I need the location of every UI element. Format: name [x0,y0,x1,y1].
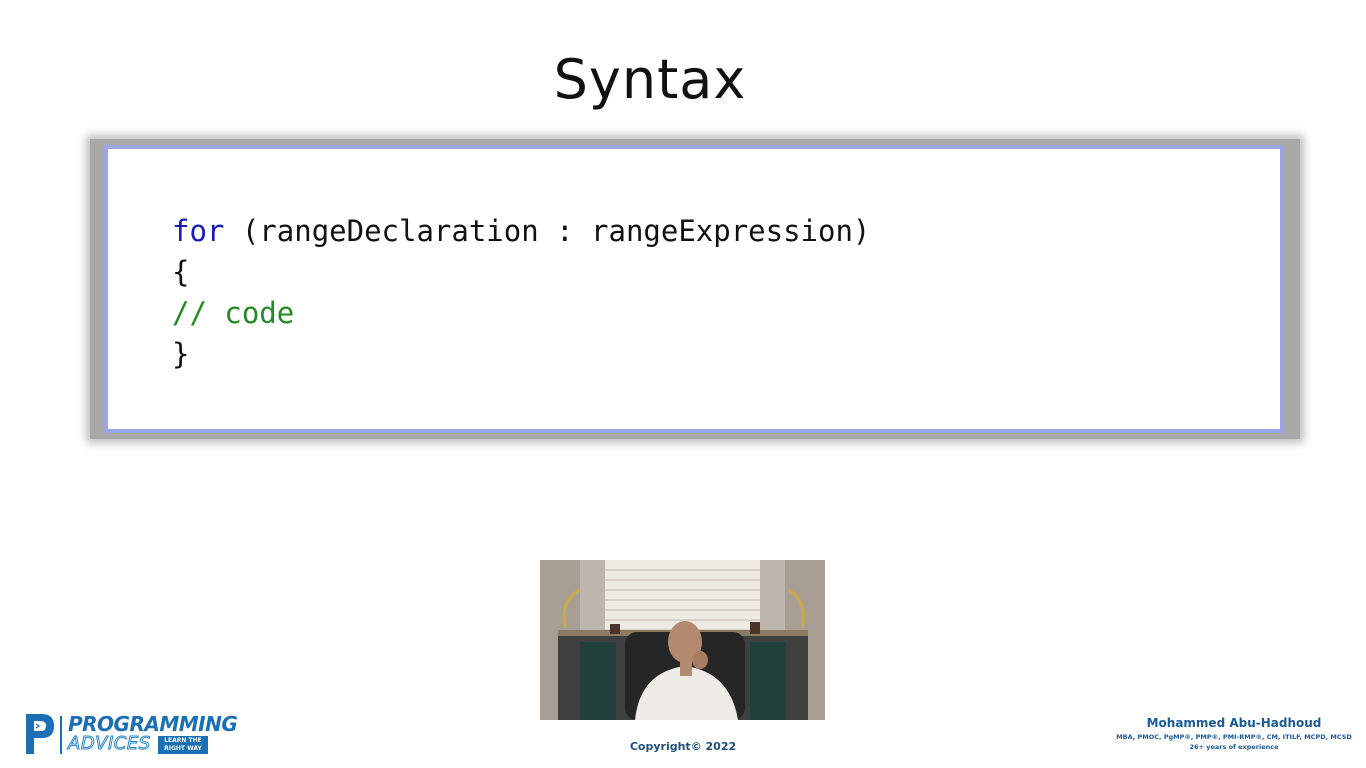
author-block: Mohammed Abu-Hadhoud MBA, PMOC, PgMP®, P… [1110,716,1358,751]
presenter-video-frame [540,560,825,720]
logo-text-programming: PROGRAMMING [68,712,238,736]
code-keyword-for: for [172,214,225,248]
copyright-text: Copyright© 2022 [629,740,737,753]
logo-text-advices: ADVICES [68,733,151,755]
author-credentials: MBA, PMOC, PgMP®, PMP®, PMI-RMP®, CM, IT… [1116,733,1352,741]
author-name: Mohammed Abu-Hadhoud [1146,716,1322,730]
slide-title: Syntax [553,48,747,111]
presenter-video [540,560,825,720]
code-line1-rest: (rangeDeclaration : rangeExpression) [224,214,871,248]
code-box: for (rangeDeclaration : rangeExpression)… [104,145,1284,433]
code-open-brace: { [172,255,190,289]
programming-advices-logo: PROGRAMMING ADVICES LEARN THE RIGHT WAY [22,712,238,756]
code-close-brace: } [172,337,190,371]
code-comment: // code [172,296,295,330]
logo-divider [60,716,62,754]
author-experience: 26+ years of experience [1189,743,1279,751]
logo-p-icon [26,714,54,754]
code-block: for (rangeDeclaration : rangeExpression)… [172,211,870,375]
logo-tagline: LEARN THE RIGHT WAY [158,736,208,754]
